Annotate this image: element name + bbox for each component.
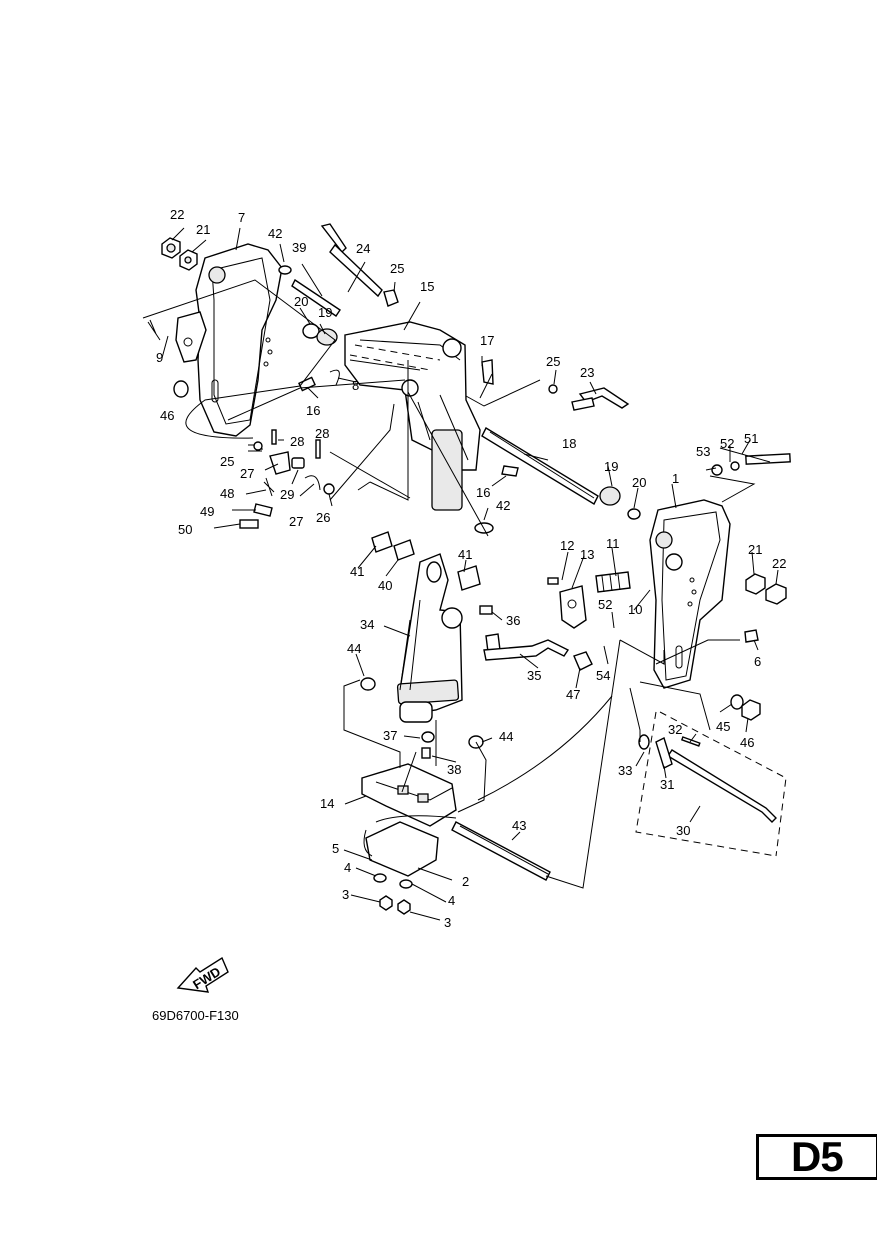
- callout-9: 9: [156, 350, 163, 365]
- manual-valve-lever: [483, 633, 593, 671]
- callout-52: 52: [598, 597, 612, 612]
- callout-29: 29: [280, 487, 294, 502]
- callout-46: 46: [740, 735, 754, 750]
- rod-group-top: [278, 223, 399, 317]
- callout-44: 44: [499, 729, 513, 744]
- callout-11: 11: [606, 536, 620, 551]
- callout-labels: 22 21 7 42 39 24 25 15 20 19 17 25 23 9 …: [156, 207, 786, 930]
- callout-19: 19: [318, 305, 332, 320]
- callout-43: 43: [512, 818, 526, 833]
- callout-25: 25: [546, 354, 560, 369]
- callout-2: 2: [462, 874, 469, 889]
- callout-53: 53: [696, 444, 710, 459]
- callout-16: 16: [476, 485, 490, 500]
- callout-4: 4: [344, 860, 351, 875]
- callout-48: 48: [220, 486, 234, 501]
- long-rod: [451, 821, 551, 881]
- callout-20: 20: [294, 294, 308, 309]
- callout-34: 34: [360, 617, 374, 632]
- callout-27: 27: [289, 514, 303, 529]
- callout-38: 38: [447, 762, 461, 777]
- nut-group-right: [711, 453, 791, 721]
- callout-37: 37: [383, 728, 397, 743]
- callout-40: 40: [378, 578, 392, 593]
- callout-42: 42: [496, 498, 510, 513]
- callout-22: 22: [772, 556, 786, 571]
- callout-25: 25: [390, 261, 404, 276]
- callout-1: 1: [672, 471, 679, 486]
- callout-45: 45: [716, 719, 730, 734]
- callout-16: 16: [306, 403, 320, 418]
- callout-6: 6: [754, 654, 761, 669]
- through-tube: [481, 427, 599, 505]
- clamp-bracket-right: [649, 499, 731, 689]
- callout-15: 15: [420, 279, 434, 294]
- callout-14: 14: [320, 796, 334, 811]
- callout-52: 52: [720, 436, 734, 451]
- callout-28: 28: [290, 434, 304, 449]
- tilt-lever-right: [481, 359, 630, 411]
- nut-group-left: [161, 237, 198, 398]
- callout-3: 3: [342, 887, 349, 902]
- callout-47: 47: [566, 687, 580, 702]
- callout-54: 54: [596, 668, 610, 683]
- leader-lines: [142, 227, 787, 921]
- callout-31: 31: [660, 777, 674, 792]
- callout-28: 28: [315, 426, 329, 441]
- callout-42: 42: [268, 226, 282, 241]
- callout-49: 49: [200, 504, 214, 519]
- callout-10: 10: [628, 602, 642, 617]
- callout-21: 21: [196, 222, 210, 237]
- callout-26: 26: [316, 510, 330, 525]
- callout-7: 7: [238, 210, 245, 225]
- figure-code: 69D6700-F130: [152, 1008, 239, 1023]
- callout-22: 22: [170, 207, 184, 222]
- small-parts-left: [239, 429, 335, 529]
- callout-51: 51: [744, 431, 758, 446]
- callout-12: 12: [560, 538, 574, 553]
- clamp-bracket-left: [147, 243, 283, 437]
- callout-30: 30: [676, 823, 690, 838]
- callout-44: 44: [347, 641, 361, 656]
- callout-18: 18: [562, 436, 576, 451]
- callout-4: 4: [448, 893, 455, 908]
- callout-8: 8: [352, 378, 359, 393]
- bushing-group-cylinder: [360, 531, 493, 759]
- callout-19: 19: [604, 459, 618, 474]
- callout-32: 32: [668, 722, 682, 737]
- tilt-cylinder: [396, 553, 463, 723]
- callout-13: 13: [580, 547, 594, 562]
- fwd-arrow-icon: FWD: [176, 956, 229, 993]
- callout-36: 36: [506, 613, 520, 628]
- callout-5: 5: [332, 841, 339, 856]
- callout-41: 41: [350, 564, 364, 579]
- callout-50: 50: [178, 522, 192, 537]
- callout-27: 27: [240, 466, 254, 481]
- callout-41: 41: [458, 547, 472, 562]
- callout-21: 21: [748, 542, 762, 557]
- callout-3: 3: [444, 915, 451, 930]
- page-badge: D5: [756, 1133, 877, 1180]
- clamp-block: [361, 763, 457, 915]
- swivel-bracket: [344, 321, 481, 511]
- friction-group: [547, 571, 631, 629]
- callout-24: 24: [356, 241, 370, 256]
- callout-33: 33: [618, 763, 632, 778]
- callout-46: 46: [160, 408, 174, 423]
- callout-23: 23: [580, 365, 594, 380]
- callout-35: 35: [527, 668, 541, 683]
- callout-20: 20: [632, 475, 646, 490]
- callout-17: 17: [480, 333, 494, 348]
- callout-25: 25: [220, 454, 234, 469]
- callout-39: 39: [292, 240, 306, 255]
- page-label: D5: [791, 1133, 844, 1180]
